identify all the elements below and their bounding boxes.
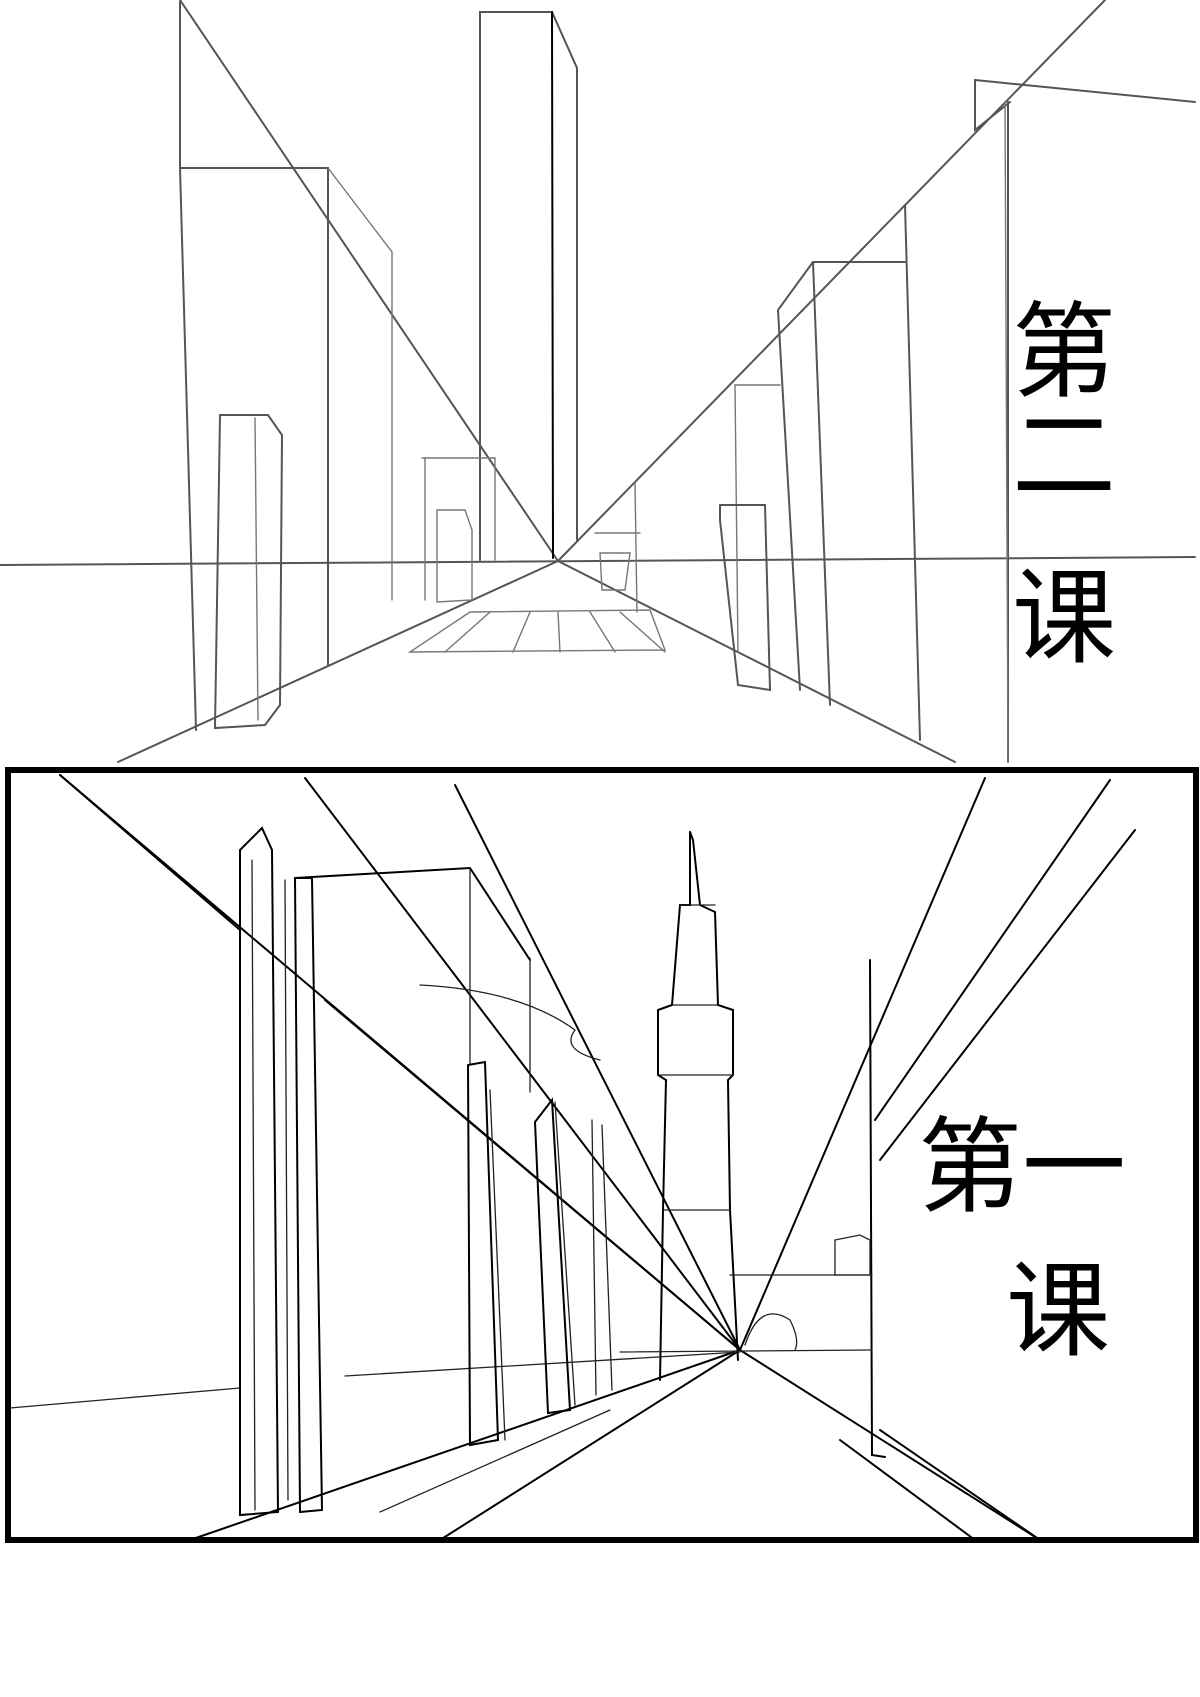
crosswalk-stripe: [619, 611, 666, 653]
right-far-building: [634, 482, 638, 613]
guide-line: [324, 999, 741, 1351]
left-pillar-2: [294, 877, 324, 1514]
guide-line: [879, 829, 1136, 1161]
crosswalk-stripe: [589, 611, 616, 653]
bottom-panel-sketch: [9, 774, 1136, 1541]
left-mid-building: [421, 457, 496, 561]
right-curb: [879, 1429, 1041, 1541]
mid-column-edge-2: [554, 1101, 576, 1406]
guide-line: [439, 1349, 741, 1541]
lesson-1-label: 第一 课: [918, 1115, 1148, 1363]
lesson-1-label-line2: 课: [1006, 1250, 1111, 1372]
left-building: [179, 1, 329, 666]
mid-column-edge: [489, 1089, 506, 1441]
central-tower-edge: [551, 11, 554, 559]
guide-line: [557, 560, 956, 763]
guide-line: [179, 0, 559, 562]
guide-line: [739, 1349, 1041, 1541]
horizon-line: [344, 1351, 741, 1377]
right-building-edge-2: [904, 204, 921, 741]
left-curb: [379, 1409, 611, 1513]
lesson-2-label: 第二 课: [1012, 300, 1200, 670]
far-street: [619, 1349, 873, 1353]
crosswalk-stripe: [444, 611, 491, 653]
guide-line: [739, 777, 986, 1351]
left-pillar: [239, 826, 280, 1517]
mid-column-2: [534, 1097, 572, 1415]
top-panel-sketch: [0, 0, 1196, 763]
left-pillar-edge-2: [284, 879, 289, 1501]
far-tree: [744, 1313, 798, 1351]
horizon-line: [9, 1387, 241, 1409]
crosswalk: [407, 609, 667, 653]
right-building: [776, 261, 814, 691]
crosswalk-stripe: [557, 611, 561, 653]
left-building-side: [327, 167, 393, 601]
bottom-panel-frame: [5, 767, 1199, 1543]
mid-column-4: [601, 1124, 613, 1391]
right-mid-edge: [734, 384, 739, 653]
crosswalk-stripe: [512, 611, 531, 653]
right-pole: [1004, 101, 1009, 763]
left-pillar-edge: [251, 859, 256, 1511]
guide-line: [304, 777, 741, 1351]
right-far-box: [599, 552, 631, 591]
left-small-building: [436, 509, 473, 603]
lesson-2-label-line1: 第二: [1012, 291, 1117, 517]
right-small-house: [834, 1234, 871, 1276]
guide-line: [839, 1439, 976, 1541]
mid-column: [467, 1060, 500, 1447]
arch: [419, 984, 601, 1061]
left-building-top: [294, 866, 531, 961]
guide-line: [117, 560, 559, 763]
lesson-2-label-line2: 课: [1012, 557, 1117, 679]
left-wall-line: [59, 774, 241, 931]
guide-line: [557, 0, 1106, 562]
right-roof: [974, 79, 1011, 133]
horizon-line: [0, 556, 1196, 566]
guide-line: [874, 779, 1111, 1121]
lesson-1-label-line1: 第一: [918, 1106, 1127, 1228]
tower-left: [657, 831, 691, 1381]
right-roof-line: [974, 79, 1196, 103]
tower-right: [689, 831, 739, 1361]
guide-line: [454, 784, 741, 1351]
guide-line: [189, 1349, 741, 1541]
left-building-edge: [179, 167, 197, 731]
right-building-edge-3: [812, 261, 831, 706]
right-building-edge: [869, 959, 886, 1458]
left-pillar-edge: [254, 417, 259, 721]
left-pillar: [213, 414, 284, 730]
mid-column-3: [591, 1119, 597, 1396]
right-pillar: [719, 504, 772, 692]
